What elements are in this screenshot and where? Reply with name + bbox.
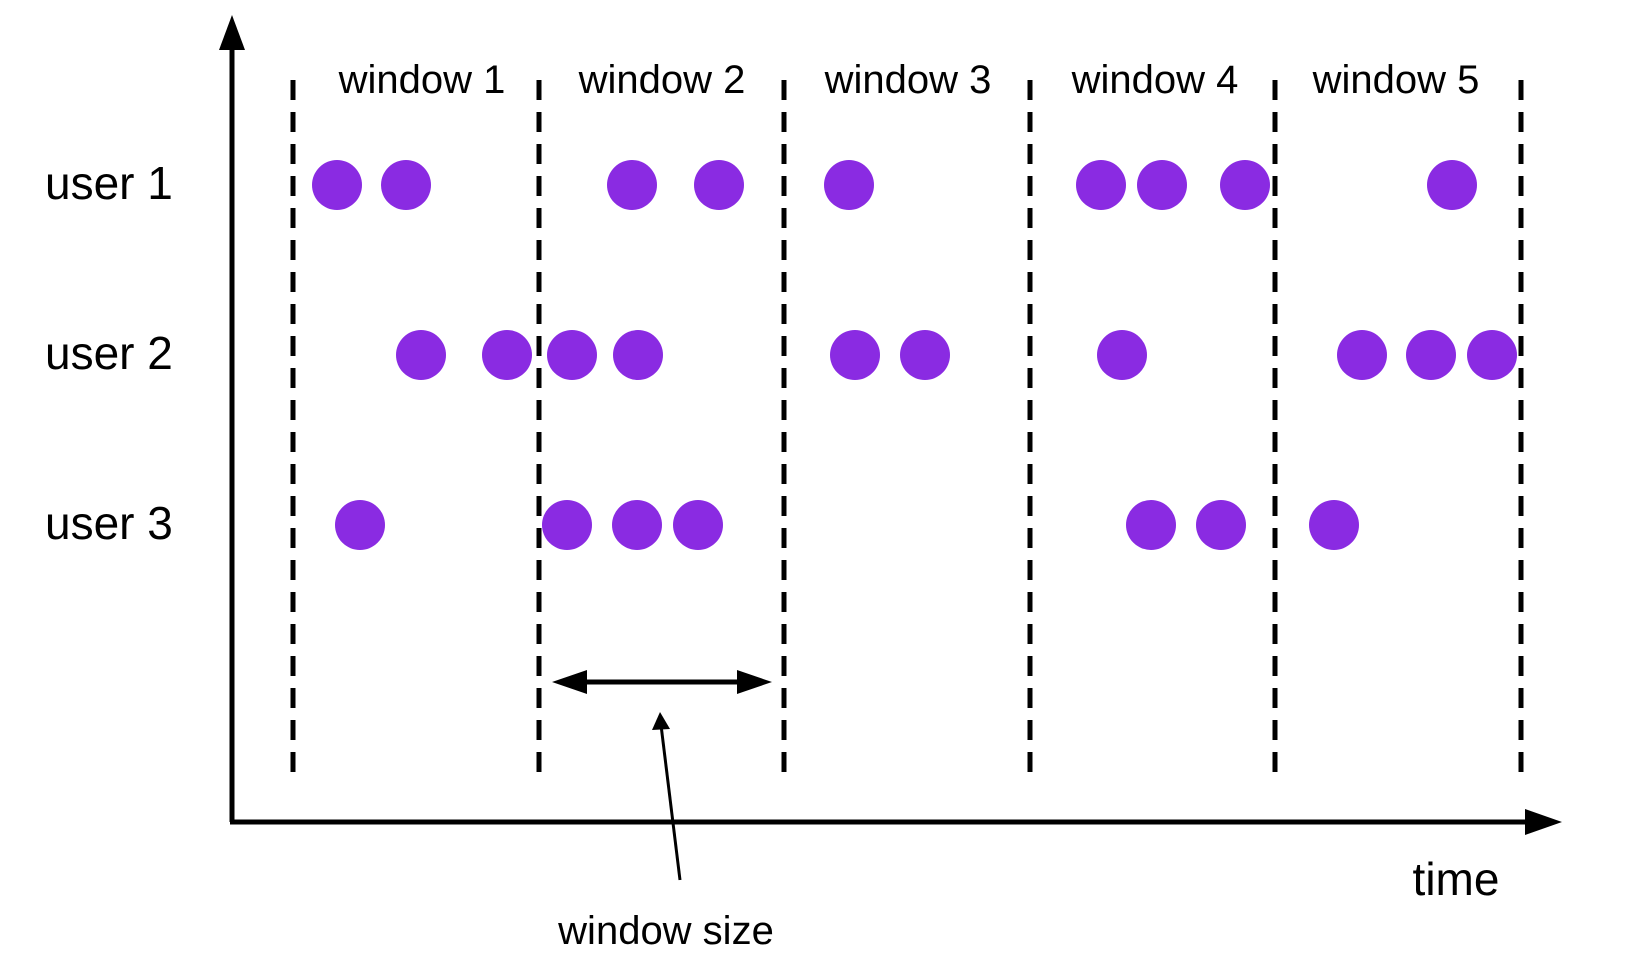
event-dot [396,330,446,380]
event-dot [482,330,532,380]
event-dot [1126,500,1176,550]
window-label: window 2 [578,58,746,102]
row-label-user-2: user 2 [45,327,173,379]
event-dot [1097,330,1147,380]
event-dot [1076,160,1126,210]
event-dot [381,160,431,210]
window-boundaries [290,80,1524,778]
window-labels: window 1 window 2 window 3 window 4 wind… [338,58,1480,102]
window-label: window 1 [338,58,506,102]
window-label: window 4 [1071,58,1239,102]
window-size-pointer [659,724,682,881]
event-dot [673,500,723,550]
events-user-3 [335,500,1359,550]
event-dot [830,330,880,380]
time-axis-label: time [1413,853,1500,905]
event-dot [1309,500,1359,550]
event-dot [900,330,950,380]
window-size-pointer-head [652,712,670,730]
window-label: window 3 [824,58,992,102]
event-dot [1337,330,1387,380]
event-dot [312,160,362,210]
event-dot [1427,160,1477,210]
event-dot [824,160,874,210]
event-dot [547,330,597,380]
events-user-2 [396,330,1517,380]
event-dot [1220,160,1270,210]
event-dot [1467,330,1517,380]
event-dot [335,500,385,550]
event-dot [542,500,592,550]
x-axis-arrowhead [1525,809,1562,835]
window-size-arrowhead-right [737,670,772,694]
row-label-user-3: user 3 [45,497,173,549]
window-size-indicator: window size [552,670,774,953]
event-dot [607,160,657,210]
row-labels: user 1 user 2 user 3 [45,157,173,549]
y-axis-arrowhead [219,15,245,50]
events-user-1 [312,160,1477,210]
event-dot [1196,500,1246,550]
event-dot [613,330,663,380]
row-label-user-1: user 1 [45,157,173,209]
event-dot [1406,330,1456,380]
window-label: window 5 [1312,58,1480,102]
event-dot [1137,160,1187,210]
axes [219,15,1562,835]
event-dot [694,160,744,210]
window-size-label: window size [557,909,774,953]
event-dot [612,500,662,550]
window-size-arrowhead-left [552,670,587,694]
